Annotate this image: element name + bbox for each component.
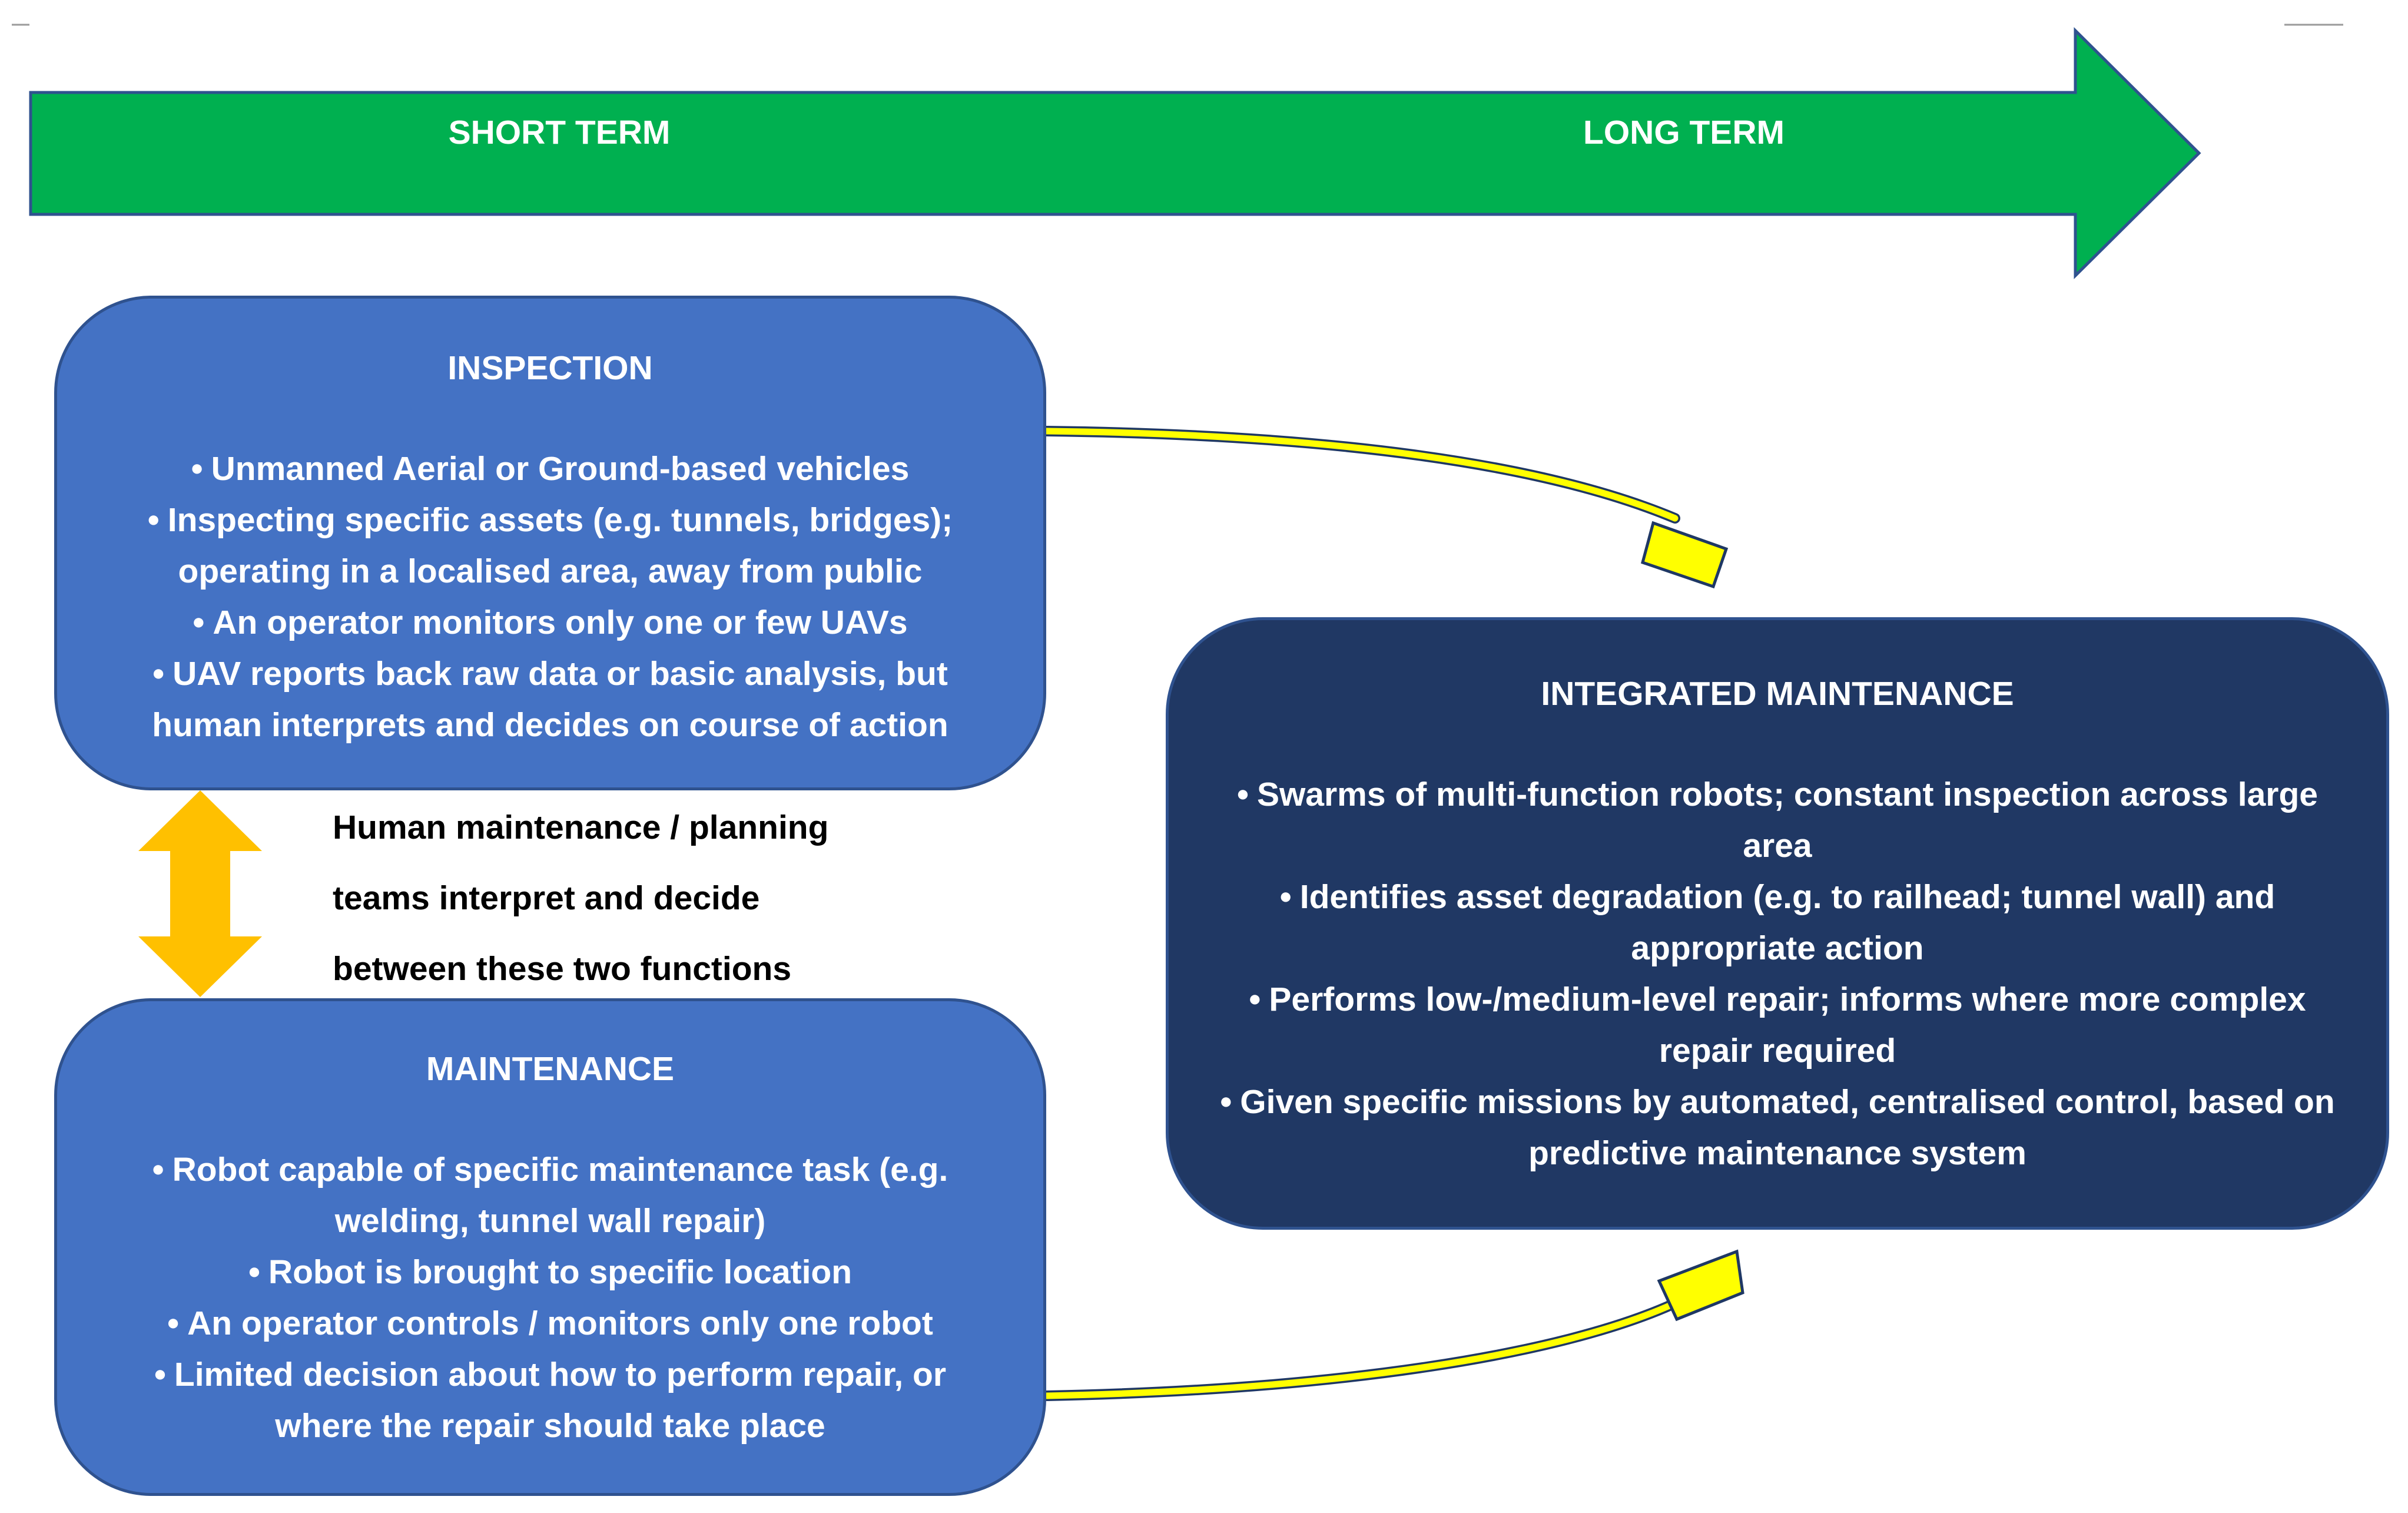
- bullet-icon: •: [154, 1356, 166, 1393]
- maintenance-item: •Robot is brought to specific location: [57, 1247, 1043, 1298]
- double-headed-arrow: [138, 790, 262, 997]
- inspection-title: INSPECTION: [447, 349, 653, 387]
- bullet-icon: •: [147, 501, 160, 539]
- integrated-item: •Performs low-/medium-level repair; info…: [1169, 974, 2386, 1025]
- integrated-item: •Swarms of multi-function robots; consta…: [1169, 769, 2386, 820]
- integrated-item-continuation: area: [1743, 827, 1812, 865]
- maintenance-item: •An operator controls / monitors only on…: [57, 1298, 1043, 1349]
- bullet-icon: •: [167, 1305, 180, 1342]
- maintenance-box: MAINTENANCE •Robot capable of specific m…: [54, 998, 1046, 1496]
- integrated-maintenance-box: INTEGRATED MAINTENANCE •Swarms of multi-…: [1166, 617, 2389, 1230]
- integrated-item: •Given specific missions by automated, c…: [1169, 1077, 2386, 1128]
- bullet-icon: •: [1279, 878, 1292, 916]
- inspection-item-continuation: operating in a localised area, away from…: [178, 552, 923, 590]
- maintenance-title: MAINTENANCE: [426, 1050, 675, 1088]
- long-term-label: LONG TERM: [1583, 114, 1785, 151]
- bullet-icon: •: [1249, 981, 1261, 1018]
- middle-note-line: teams interpret and decide: [333, 879, 760, 917]
- integrated-item-continuation: appropriate action: [1631, 929, 1924, 967]
- middle-note-line: between these two functions: [333, 950, 792, 988]
- inspection-box: INSPECTION •Unmanned Aerial or Ground-ba…: [54, 296, 1046, 790]
- maintenance-item-continuation: welding, tunnel wall repair): [334, 1202, 766, 1240]
- curved-arrow-inspection-to-integrated: [1040, 426, 1729, 589]
- maintenance-item: •Limited decision about how to perform r…: [57, 1349, 1043, 1401]
- integrated-maintenance-title: INTEGRATED MAINTENANCE: [1541, 675, 2014, 713]
- bullet-icon: •: [1220, 1083, 1232, 1121]
- bullet-icon: •: [1236, 776, 1249, 813]
- inspection-item-continuation: human interprets and decides on course o…: [152, 706, 948, 744]
- maintenance-list: •Robot capable of specific maintenance t…: [57, 1144, 1043, 1452]
- timeline-arrow: [29, 27, 2201, 279]
- curved-arrow-maintenance-to-integrated: [1040, 1249, 1744, 1401]
- middle-note: Human maintenance / planning teams inter…: [333, 792, 921, 1004]
- bullet-icon: •: [193, 604, 205, 641]
- inspection-item: •UAV reports back raw data or basic anal…: [57, 648, 1043, 700]
- integrated-item: •Identifies asset degradation (e.g. to r…: [1169, 872, 2386, 923]
- maintenance-item: •Robot capable of specific maintenance t…: [57, 1144, 1043, 1196]
- inspection-item: •Inspecting specific assets (e.g. tunnel…: [57, 495, 1043, 546]
- integrated-maintenance-list: •Swarms of multi-function robots; consta…: [1169, 769, 2386, 1179]
- bullet-icon: •: [191, 450, 203, 488]
- bullet-icon: •: [248, 1253, 260, 1291]
- inspection-list: •Unmanned Aerial or Ground-based vehicle…: [57, 443, 1043, 751]
- bullet-icon: •: [152, 655, 165, 693]
- inspection-item: •Unmanned Aerial or Ground-based vehicle…: [57, 443, 1043, 495]
- integrated-item-continuation: predictive maintenance system: [1528, 1134, 2026, 1172]
- middle-note-line: Human maintenance / planning: [333, 809, 829, 846]
- short-term-label: SHORT TERM: [448, 114, 671, 151]
- bullet-icon: •: [152, 1151, 164, 1188]
- maintenance-item-continuation: where the repair should take place: [275, 1407, 825, 1445]
- inspection-item: •An operator monitors only one or few UA…: [57, 597, 1043, 648]
- integrated-item-continuation: repair required: [1659, 1032, 1896, 1070]
